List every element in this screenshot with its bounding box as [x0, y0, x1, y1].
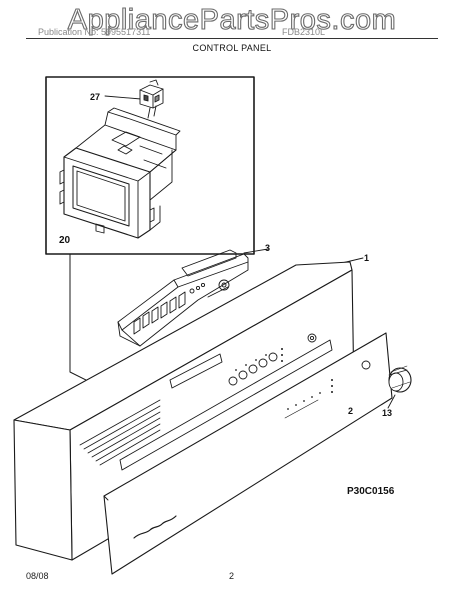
callout-1: 1: [364, 253, 370, 263]
callout-3: 3: [265, 243, 271, 253]
watermark: AppliancePartsPros.com: [67, 3, 397, 36]
header-rule: [26, 38, 438, 39]
footer-date: 08/08: [26, 571, 49, 581]
callout-27: 27: [90, 92, 101, 102]
part-2-overlay: [103, 332, 393, 575]
section-title: CONTROL PANEL: [192, 43, 272, 53]
part-13-knob: [387, 365, 412, 409]
model-number: FDB2310L: [282, 27, 326, 37]
part-3-control-board: [117, 248, 269, 347]
part-27-switch: [104, 79, 164, 119]
diagram-code: P30C0156: [347, 486, 395, 497]
publication-number: Publication No: 5995517311: [38, 27, 151, 37]
part-20-dispenser: [59, 107, 181, 239]
callout-13: 13: [382, 408, 393, 418]
callout-2: 2: [348, 406, 354, 416]
callout-20: 20: [59, 235, 71, 246]
footer-page-number: 2: [229, 571, 235, 581]
